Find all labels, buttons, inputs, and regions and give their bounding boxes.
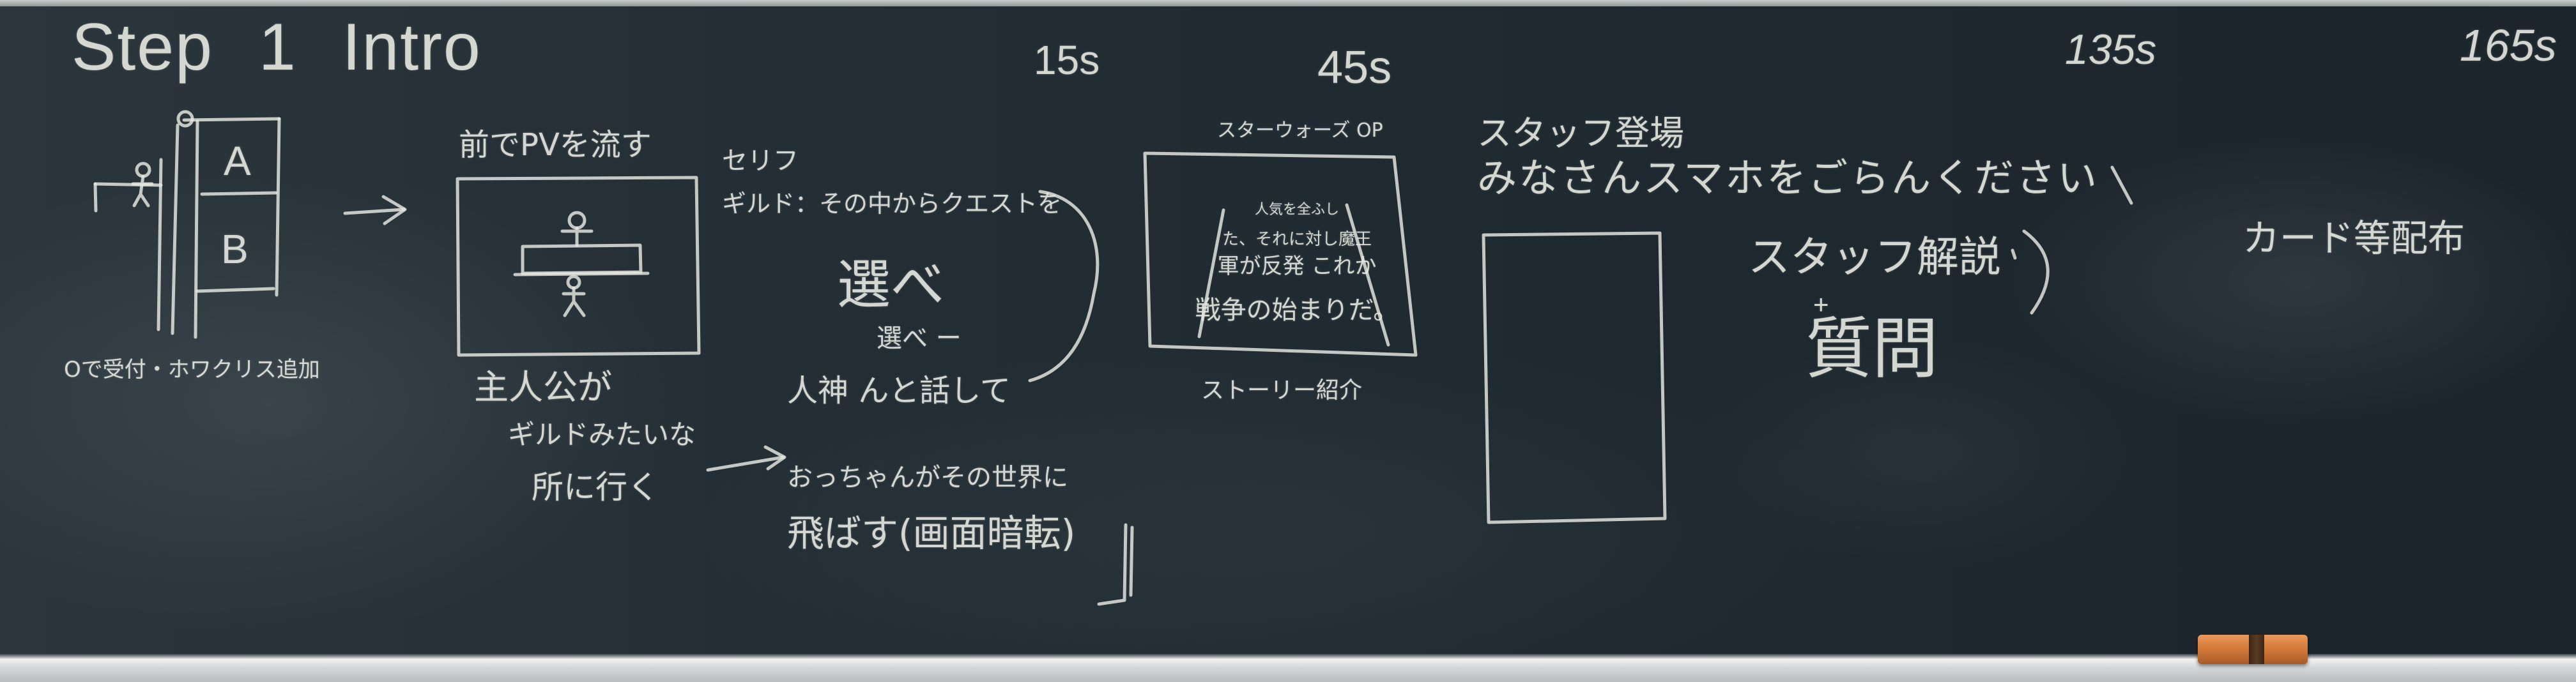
desk-right-edge [275,117,281,297]
guild-master-body [560,226,594,247]
transition-note-line: おっちゃんがその世界に [787,463,1068,492]
pv-screen-drawing [456,176,701,357]
dialogue-choose-echo: 選べ ー [877,324,962,353]
desk-divider [200,191,278,196]
time-marker-135s: 135s [2065,26,2157,73]
plus-sign: + [1813,289,1829,319]
time-marker-15s: 15s [1034,37,1100,83]
pv-description-line: 所に行く [532,469,659,506]
opening-crawl-line: 軍が反発 これか [1217,254,1377,279]
crawl-perspective-line [1197,208,1225,338]
opening-crawl-line: た、それに対し魔王 [1222,230,1372,249]
dialogue-guild-line: ギルド：その中からクエストを [722,190,1062,218]
staff-entrance-heading: スタッフ登場 [1477,113,1684,153]
crawl-perspective-line [1345,203,1390,347]
desk-bottom-edge [195,287,275,293]
opening-title: スターウォーズ OP [1217,119,1383,142]
chalkboard [0,6,2576,659]
dialogue-bracket [1028,190,1100,383]
opening-crawl-line: 人気を全ふし [1254,202,1339,218]
reception-cell-a-label: A [224,138,251,184]
opening-crawl-frame [1143,151,1418,357]
chalk-tray [0,659,2576,682]
opening-crawl-line: 戦争の始まりだ。 [1195,296,1399,325]
transition-bracket [1097,523,1134,606]
eraser [2198,635,2308,664]
card-distribution-note: カード等配布 [2242,216,2465,260]
reception-note: Oで受付・ホワクリス追加 [64,357,320,383]
guild-counter [521,243,643,275]
step-title: Step 1 Intro [72,10,482,84]
entrance-line [93,182,98,213]
smartphone-outline [1482,231,1667,524]
visitor-figure [131,174,154,208]
desk-left-edge [194,119,199,339]
dialogue-choose-large: 選べ [837,254,945,316]
dialogue-label: セリフ [722,146,799,176]
board-bottom-edge [0,654,2576,659]
transition-note-line: 飛ばす(画面暗転) [787,512,1076,555]
arrow-to-pv [343,195,407,225]
pv-description-line: ギルドみたいな [508,419,696,450]
smartphone-instruction: みなさんスマホをごらんください [1477,155,2099,201]
pv-caption: 前でPVを流す [459,127,652,163]
board-frame-top [0,0,2576,6]
visitor-head [135,162,151,178]
guild-master-head [567,211,586,230]
instruction-trailing-stroke [2110,165,2133,205]
time-marker-45s: 45s [1317,42,1392,93]
arrow-to-transition [706,445,786,472]
questions-label: 質問 [1805,310,1939,388]
pv-description-line: 主人公が [474,367,612,407]
reception-cell-b-label: B [221,226,249,272]
dialogue-talk-line: 人神 んと話して [787,373,1011,409]
time-marker-165s: 165s [2460,20,2557,70]
desk-top-edge [182,117,281,122]
pv-screen-frame [456,176,701,357]
diagram-wall-line [157,158,163,331]
protagonist-head [566,275,581,290]
reception-diagram [93,110,281,339]
diagram-wall-line [171,123,180,335]
commentary-bracket [2011,229,2050,315]
guild-counter-base [513,271,650,277]
staff-commentary: スタッフ解説 [1748,232,2001,282]
eraser-handle [2249,635,2264,664]
story-intro-caption: ストーリー紹介 [1201,377,1363,404]
protagonist-body [562,286,586,317]
